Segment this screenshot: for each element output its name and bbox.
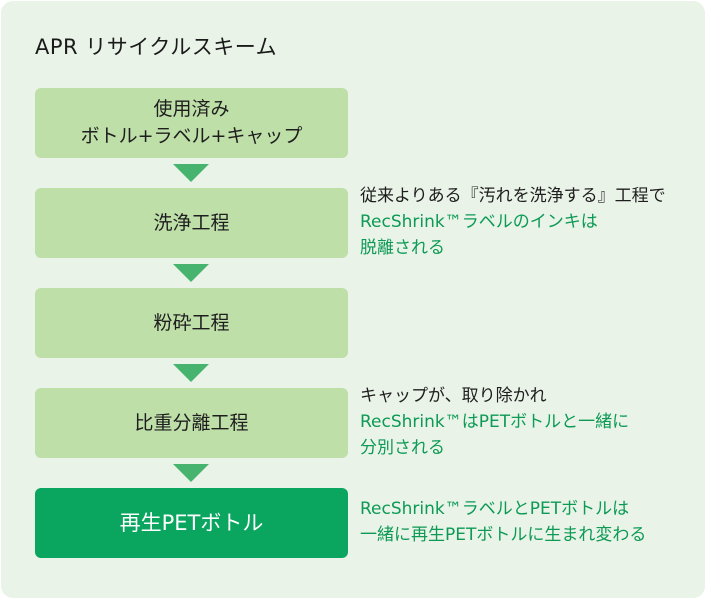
step-recycled-bottle: 再生PETボトル — [35, 488, 348, 558]
note-separation-line-1: キャップが、取り除かれ — [360, 386, 547, 406]
note-washing-line-1: 従来よりある『汚れを洗浄する』工程で — [360, 186, 666, 206]
arrow-down-icon — [173, 264, 209, 282]
step-crushing-label: 粉砕工程 — [153, 311, 230, 334]
step-separation-label: 比重分離工程 — [134, 411, 249, 434]
step-used-bottle-line-2: ボトル+ラベル+キャップ — [80, 125, 303, 147]
step-separation: 比重分離工程 — [35, 388, 348, 458]
note-separation: キャップが、取り除かれ RecShrink™はPETボトルと一緒に 分別される — [360, 383, 629, 461]
note-recycled-line-1: RecShrink™ラベルとPETボトルは — [360, 499, 630, 519]
note-washing-line-3: 脱離される — [360, 238, 445, 258]
note-washing: 従来よりある『汚れを洗浄する』工程で RecShrink™ラベルのインキは 脱離… — [360, 183, 666, 261]
arrow-down-icon — [173, 364, 209, 382]
note-recycled: RecShrink™ラベルとPETボトルは 一緒に再生PETボトルに生まれ変わる — [360, 496, 646, 548]
step-washing-label: 洗浄工程 — [153, 211, 230, 234]
note-separation-line-2: RecShrink™はPETボトルと一緒に — [360, 412, 630, 432]
step-used-bottle-line-1: 使用済み — [153, 98, 230, 120]
diagram-title: APR リサイクルスキーム — [35, 35, 278, 59]
arrow-down-icon — [173, 164, 209, 182]
note-washing-line-2: RecShrink™ラベルのインキは — [360, 212, 598, 232]
step-washing: 洗浄工程 — [35, 188, 348, 258]
step-recycled-bottle-label: 再生PETボトル — [119, 510, 264, 535]
note-recycled-line-2: 一緒に再生PETボトルに生まれ変わる — [360, 525, 647, 545]
arrow-down-icon — [173, 464, 209, 482]
step-crushing: 粉砕工程 — [35, 288, 348, 358]
step-used-bottle: 使用済み ボトル+ラベル+キャップ — [35, 88, 348, 158]
note-separation-line-3: 分別される — [360, 438, 445, 458]
